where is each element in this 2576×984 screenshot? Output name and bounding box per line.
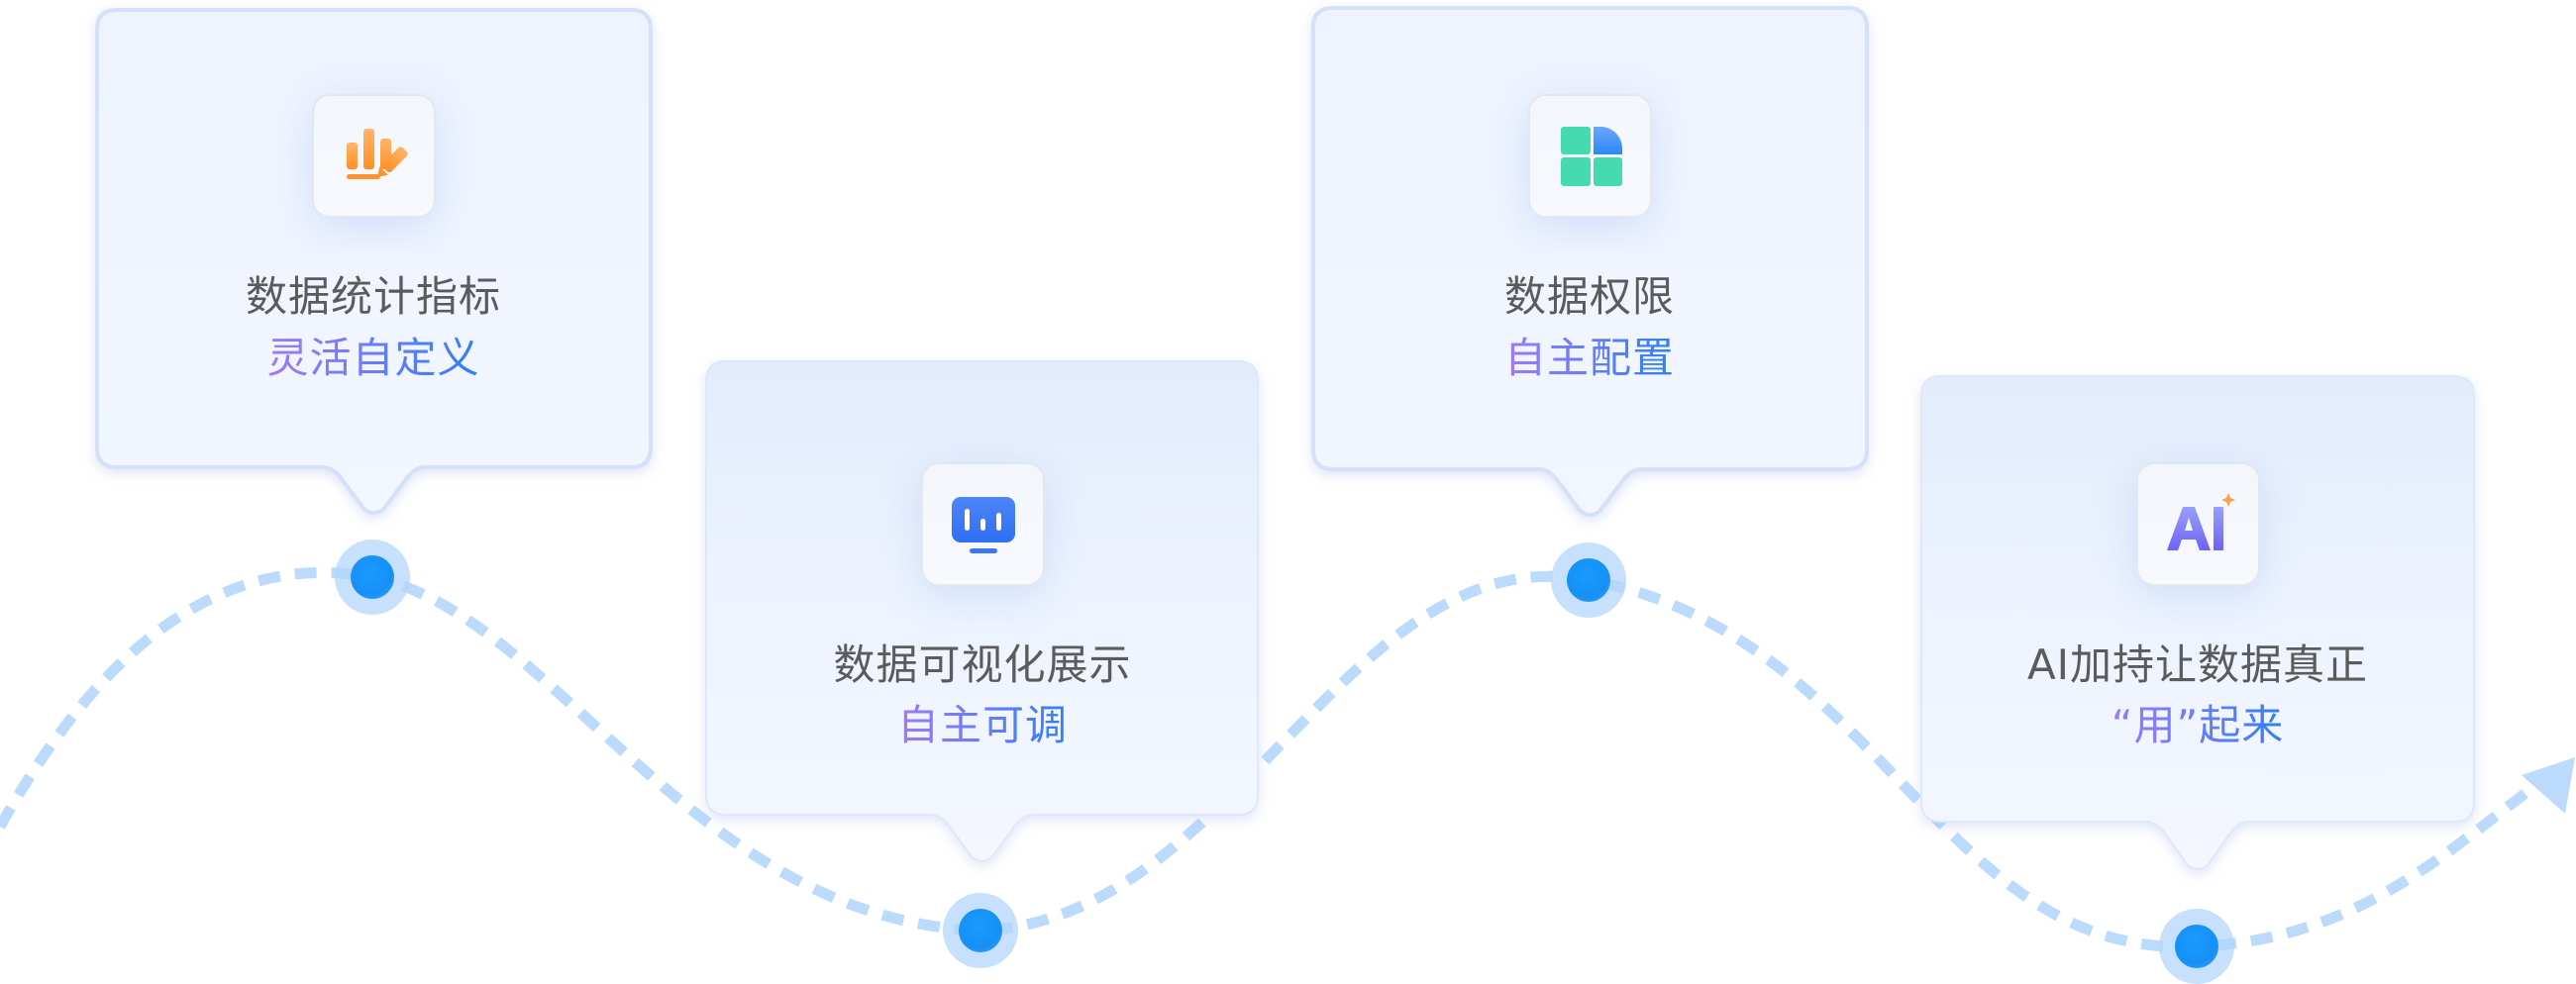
timeline-node-2	[943, 893, 1018, 968]
step-subtitle: 灵活自定义	[266, 334, 480, 382]
step-subtitle: 自主配置	[1503, 334, 1675, 382]
step-subtitle: “用”起来	[2111, 701, 2285, 749]
step-title: 数据可视化展示	[833, 640, 1132, 689]
ai-sparkle-icon	[2136, 462, 2260, 586]
step-title: AI加持让数据真正	[2026, 640, 2369, 689]
monitor-chart-icon	[921, 462, 1045, 586]
timeline-node-4	[2159, 909, 2234, 984]
timeline-node-1	[335, 540, 410, 615]
grid-permission-icon	[1528, 94, 1652, 218]
card-bubble-2	[705, 360, 1259, 862]
timeline-node-3	[1551, 542, 1626, 618]
node-dot	[1567, 558, 1610, 602]
node-dot	[959, 909, 1002, 952]
step-subtitle: 自主可调	[896, 701, 1068, 749]
step-title: 数据统计指标	[245, 272, 501, 321]
step-title: 数据权限	[1503, 272, 1675, 321]
node-dot	[2175, 925, 2218, 968]
node-dot	[351, 555, 394, 599]
arrow-head-icon	[2522, 757, 2575, 814]
card-bubble-1	[95, 8, 653, 515]
card-bubble-3	[1311, 6, 1869, 517]
chart-edit-icon	[312, 94, 436, 218]
card-bubble-4	[1920, 375, 2475, 870]
